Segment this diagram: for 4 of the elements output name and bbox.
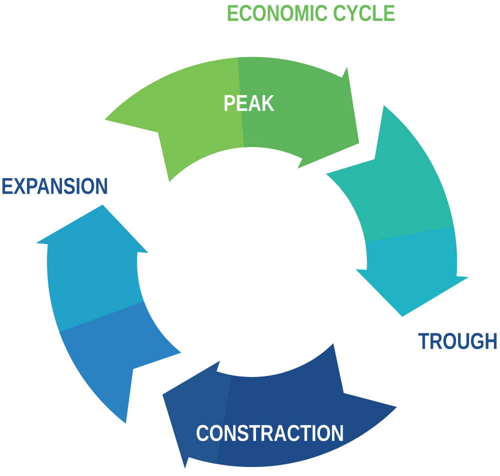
stage-label: EXPANSION (2, 178, 107, 194)
stage-label: TROUGH (418, 332, 497, 350)
diagram-title: ECONOMIC CYCLE (228, 4, 395, 22)
cycle-segment: CONSTRACTION (162, 343, 397, 468)
